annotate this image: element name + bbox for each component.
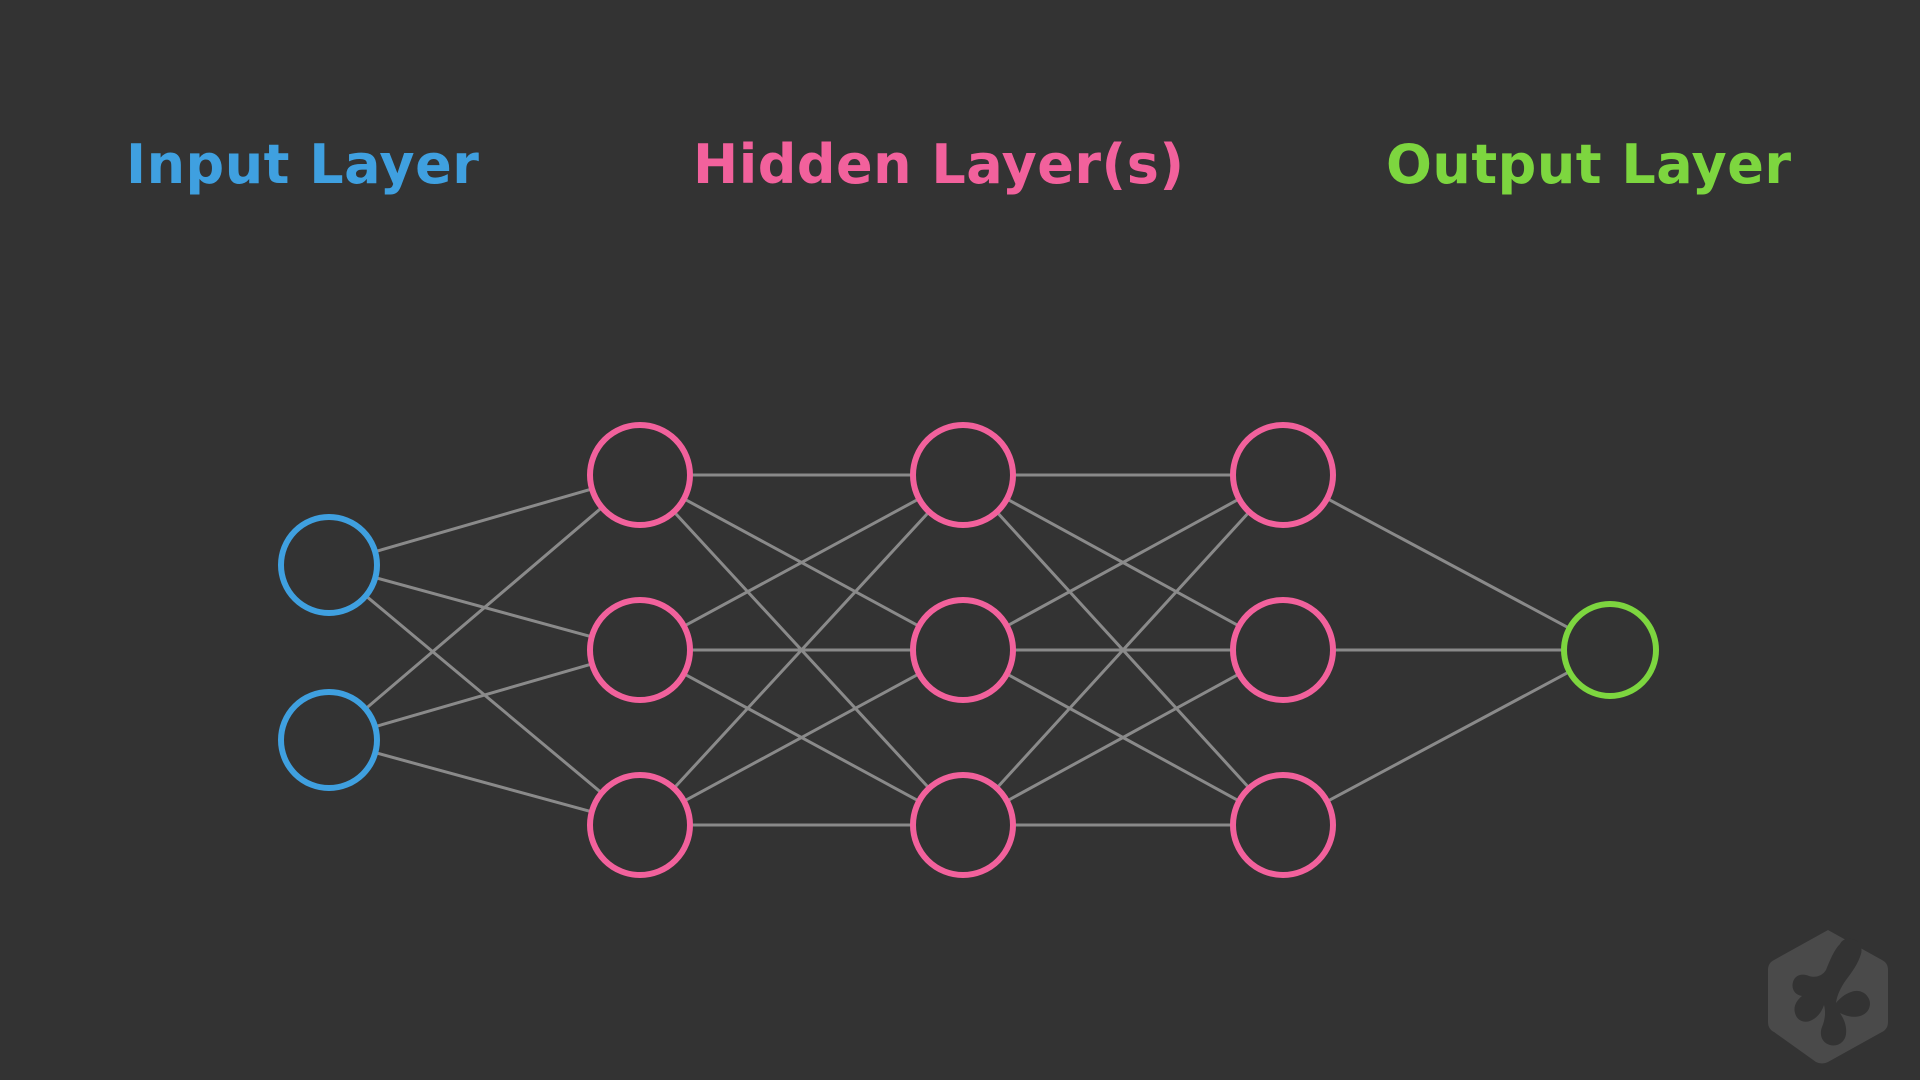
neuron-node-hidden-layer-2-3[interactable] (910, 772, 1016, 878)
neuron-node-hidden-layer-3-3[interactable] (1230, 772, 1336, 878)
neuron-nodes (278, 422, 1659, 878)
connection-edges (364, 473, 1571, 827)
output-layer-label: Output Layer (1386, 133, 1792, 196)
neuron-node-input-layer-2[interactable] (278, 689, 380, 791)
connection-edge (672, 510, 931, 790)
neuron-node-output-layer-1[interactable] (1561, 601, 1659, 699)
connection-edge (1325, 497, 1571, 630)
neuron-node-hidden-layer-2-1[interactable] (910, 422, 1016, 528)
neuron-node-hidden-layer-3-2[interactable] (1230, 597, 1336, 703)
connection-edge (1005, 497, 1241, 628)
neuron-glyph (1792, 938, 1870, 1046)
connection-edge (682, 497, 921, 628)
connection-edge (682, 672, 921, 803)
neuron-node-hidden-layer-1-2[interactable] (587, 597, 693, 703)
connection-edge (373, 487, 594, 554)
connection-edge (995, 510, 1251, 790)
neuron-node-hidden-layer-1-3[interactable] (587, 772, 693, 878)
connection-edge (373, 662, 594, 729)
connection-edge (1005, 672, 1241, 803)
input-layer-label: Input Layer (126, 133, 480, 196)
hidden-layer-label: Hidden Layer(s) (693, 133, 1185, 196)
neuron-node-hidden-layer-2-2[interactable] (910, 597, 1016, 703)
neuron-node-hidden-layer-3-1[interactable] (1230, 422, 1336, 528)
brand-logo-watermark (1768, 930, 1888, 1064)
neuron-node-hidden-layer-1-1[interactable] (587, 422, 693, 528)
connection-edge (364, 505, 604, 711)
connection-edge (1325, 670, 1571, 803)
connection-edge (373, 751, 594, 814)
neuron-node-input-layer-1[interactable] (278, 514, 380, 616)
